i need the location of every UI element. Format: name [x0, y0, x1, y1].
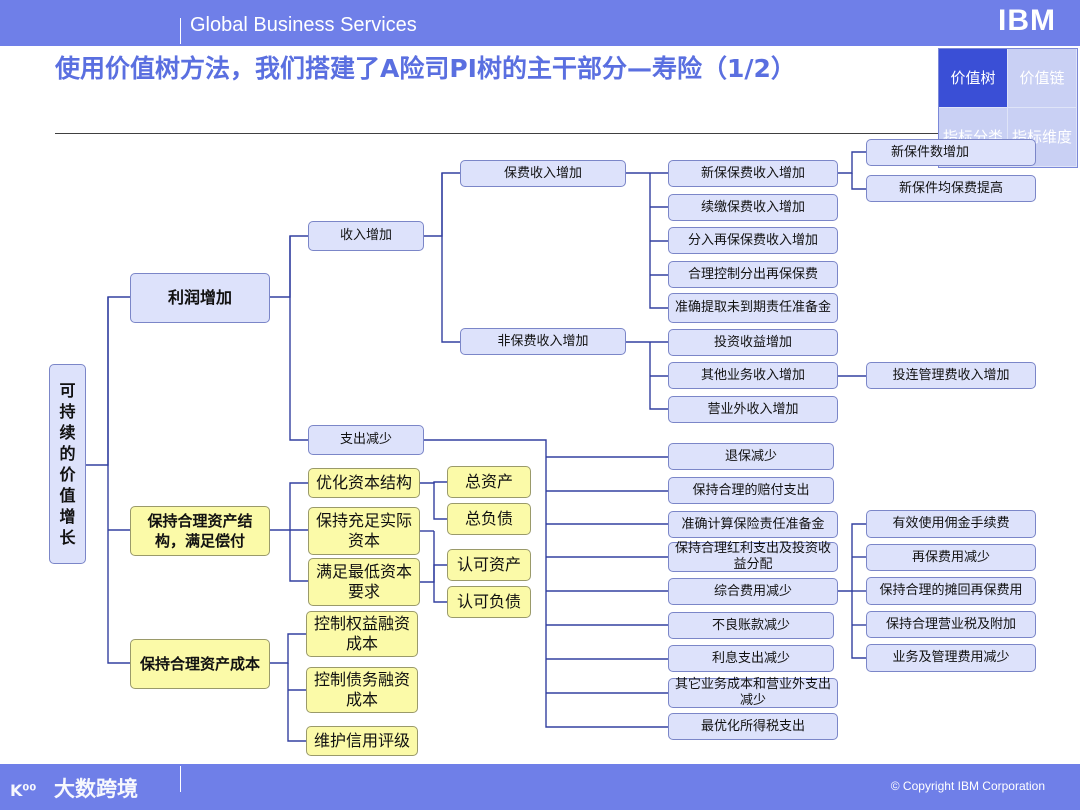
tree-node-non-operating-income: 营业外收入增加 [668, 396, 838, 423]
watermark: K⁰⁰ 大数跨境 [10, 773, 138, 803]
tree-node-surrender-decrease: 退保减少 [668, 443, 834, 470]
tree-node-profit-increase: 利润增加 [130, 273, 270, 323]
tree-node-new-premium: 新保保费收入增加 [668, 160, 838, 187]
footer-separator [180, 766, 181, 792]
tree-node-other-cost: 其它业务成本和营业外支出减少 [668, 677, 838, 708]
tree-node-total-assets: 总资产 [447, 466, 531, 498]
tree-node-amortized-reinsurance: 保持合理的摊回再保费用 [866, 577, 1036, 605]
tree-node-general-expense: 综合费用减少 [668, 578, 838, 605]
title-divider [55, 133, 955, 134]
page-title: 使用价值树方法，我们搭建了A险司PI树的主干部分—寿险（1/2） [55, 54, 796, 83]
puzzle-piece-value-chain: 价值链 [1008, 49, 1076, 107]
tree-node-new-policy-avg: 新保件均保费提高 [866, 175, 1036, 202]
copyright: © Copyright IBM Corporation [890, 779, 1045, 793]
tree-node-non-premium-income: 非保费收入增加 [460, 328, 626, 355]
tree-node-adequate-capital: 保持充足实际资本 [308, 507, 420, 555]
tree-node-asset-cost: 保持合理资产成本 [130, 639, 270, 689]
tree-node-admitted-liabilities: 认可负债 [447, 586, 531, 618]
puzzle-piece-value-tree: 价值树 [939, 49, 1007, 107]
tree-node-investment-income: 投资收益增加 [668, 329, 838, 356]
tree-node-total-liabilities: 总负债 [447, 503, 531, 535]
tree-node-asset-structure: 保持合理资产结构，满足偿付 [130, 506, 270, 556]
tree-node-business-tax: 保持合理营业税及附加 [866, 611, 1036, 638]
header-separator [180, 18, 181, 44]
tree-node-commission: 有效使用佣金手续费 [866, 510, 1036, 538]
tree-node-unearned-reserve: 准确提取未到期责任准备金 [668, 293, 838, 323]
tree-node-liability-reserve: 准确计算保险责任准备金 [668, 511, 838, 538]
ibm-logo: IBM [998, 4, 1072, 38]
tree-node-root: 可持续的价值增长 [49, 364, 86, 564]
watermark-logo-icon: K⁰⁰ [10, 781, 37, 800]
tree-node-interest: 利息支出减少 [668, 645, 834, 672]
tree-node-renewal-premium: 续缴保费收入增加 [668, 194, 838, 221]
tree-node-income-increase: 收入增加 [308, 221, 424, 251]
tree-node-ceded-reinsurance: 合理控制分出再保保费 [668, 261, 838, 288]
tree-node-equity-cost: 控制权益融资成本 [306, 611, 418, 657]
tree-node-unit-linked-fee: 投连管理费收入增加 [866, 362, 1036, 389]
tree-node-dividend: 保持合理红利支出及投资收益分配 [668, 541, 838, 572]
tree-node-optimize-capital: 优化资本结构 [308, 468, 420, 498]
tree-node-admin-expense: 业务及管理费用减少 [866, 644, 1036, 672]
tree-node-credit-rating: 维护信用评级 [306, 726, 418, 756]
tree-node-other-business-income: 其他业务收入增加 [668, 362, 838, 389]
tree-node-debt-cost: 控制债务融资成本 [306, 667, 418, 713]
tree-node-expense-decrease: 支出减少 [308, 425, 424, 455]
tree-node-admitted-assets: 认可资产 [447, 549, 531, 581]
tree-node-minimum-capital: 满足最低资本要求 [308, 558, 420, 606]
tree-node-reinsurance-in: 分入再保保费收入增加 [668, 227, 838, 254]
watermark-text: 大数跨境 [54, 777, 138, 801]
tree-node-reinsurance-fee: 再保费用减少 [866, 544, 1036, 571]
tree-node-bad-debt: 不良账款减少 [668, 612, 834, 639]
bottom-bar: K⁰⁰ 大数跨境 © Copyright IBM Corporation [0, 764, 1080, 810]
tree-node-claims: 保持合理的赔付支出 [668, 477, 834, 504]
tree-node-income-tax: 最优化所得税支出 [668, 713, 838, 740]
tree-node-premium-income: 保费收入增加 [460, 160, 626, 187]
top-bar: Global Business Services IBM [0, 0, 1080, 46]
tree-node-new-policy-count: 新保件数增加 [866, 139, 1036, 166]
header-brand: Global Business Services [190, 14, 417, 36]
